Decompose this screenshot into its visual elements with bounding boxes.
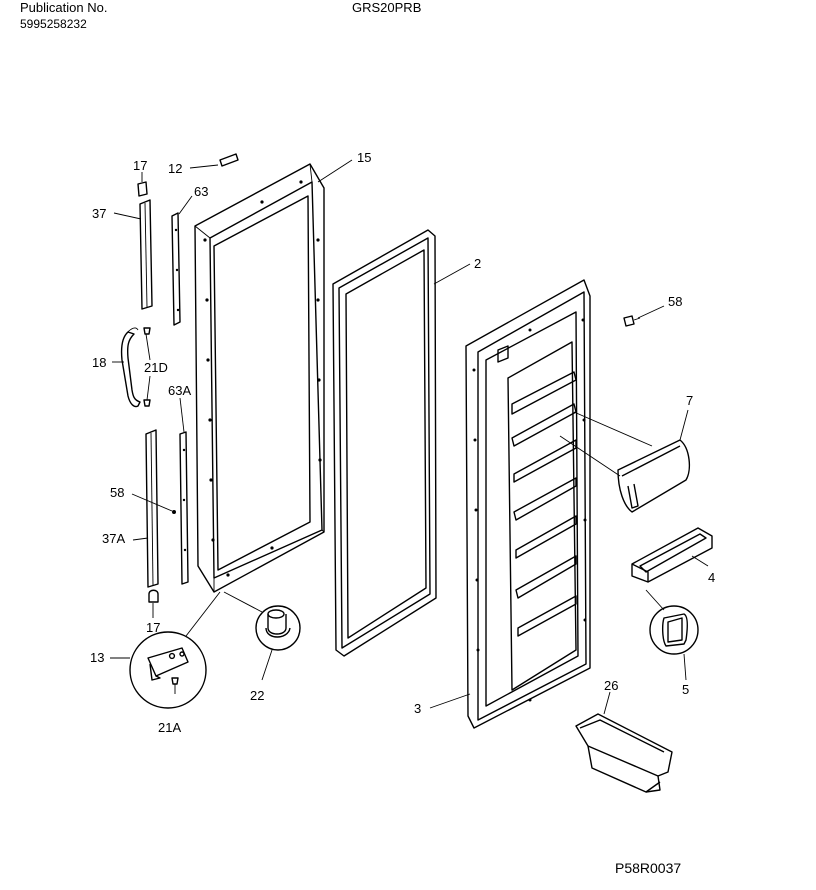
callout-labels: 17 12 15 63 37 2 58 18 21D 63A 7 58 37A … bbox=[90, 150, 715, 735]
callout-12: 12 bbox=[168, 161, 182, 176]
part-21D-screws bbox=[143, 327, 151, 407]
callout-26: 26 bbox=[604, 678, 618, 693]
callout-22: 22 bbox=[250, 688, 264, 703]
callout-4: 4 bbox=[708, 570, 715, 585]
part-3-inner-door-liner bbox=[429, 279, 591, 729]
part-58-left-screw bbox=[131, 493, 176, 514]
part-13-hinge bbox=[110, 591, 221, 709]
publication-number: 5995258232 bbox=[20, 17, 87, 31]
part-58-right-screw bbox=[623, 305, 665, 327]
callout-15: 15 bbox=[357, 150, 371, 165]
part-21A-screw bbox=[171, 677, 179, 694]
model-number: GRS20PRB bbox=[352, 0, 422, 15]
part-22-bushing bbox=[223, 591, 301, 681]
part-7-dairy-door bbox=[559, 409, 691, 513]
callout-58-right: 58 bbox=[668, 294, 682, 309]
callout-2: 2 bbox=[474, 256, 481, 271]
diagram-code: P58R0037 bbox=[615, 860, 682, 876]
part-4-door-bin bbox=[631, 527, 713, 583]
callout-3: 3 bbox=[414, 701, 421, 716]
callout-7: 7 bbox=[686, 393, 693, 408]
part-12-clip bbox=[189, 153, 239, 169]
part-37A-trim-strip bbox=[132, 429, 159, 588]
part-2-door-gasket bbox=[332, 229, 471, 657]
callout-37A: 37A bbox=[102, 531, 125, 546]
callout-13: 13 bbox=[90, 650, 104, 665]
frame-screw-holes bbox=[203, 180, 322, 577]
callout-37: 37 bbox=[92, 206, 106, 221]
callout-58-left: 58 bbox=[110, 485, 124, 500]
callout-18: 18 bbox=[92, 355, 106, 370]
callout-21D: 21D bbox=[144, 360, 168, 375]
part-63-screw-strip bbox=[171, 195, 193, 326]
publication-label: Publication No. bbox=[20, 0, 108, 15]
callout-17-bottom: 17 bbox=[146, 620, 160, 635]
part-17-top-cap bbox=[137, 172, 148, 197]
part-15-door-frame bbox=[194, 159, 353, 593]
part-26-storage-bin bbox=[575, 691, 673, 793]
part-17-bottom-cap bbox=[148, 589, 159, 618]
part-18-door-handle bbox=[112, 327, 141, 408]
part-37-trim-strip bbox=[113, 199, 153, 310]
part-5-bin-end-cap bbox=[645, 589, 699, 681]
callout-21A: 21A bbox=[158, 720, 181, 735]
callout-17-top: 17 bbox=[133, 158, 147, 173]
liner-screw-holes bbox=[472, 318, 587, 702]
part-63A-screw-strip bbox=[179, 397, 189, 585]
liner-shelf-rails bbox=[511, 371, 577, 637]
callout-63: 63 bbox=[194, 184, 208, 199]
callout-63A: 63A bbox=[168, 383, 191, 398]
callout-5: 5 bbox=[682, 682, 689, 697]
